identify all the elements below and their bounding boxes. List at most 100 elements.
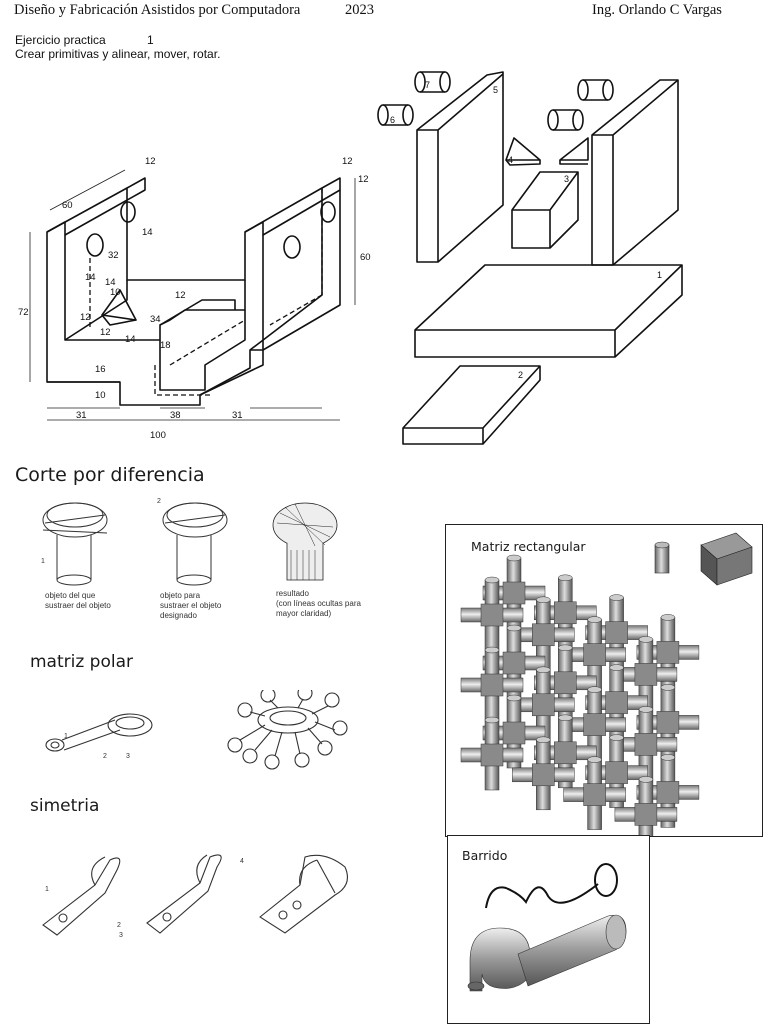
lattice-node: [583, 783, 606, 806]
matriz-rectangular-panel: Matriz rectangular: [445, 524, 763, 837]
polar-label: 3: [126, 753, 130, 760]
year: 2023: [345, 2, 374, 18]
lattice-node: [656, 711, 680, 734]
corte-title: Corte por diferencia: [15, 464, 205, 486]
simetria-figures: 1 2 3 4: [42, 854, 348, 939]
dim-label: 31: [76, 410, 87, 421]
exercise-label: Ejercicio practica 1: [15, 33, 154, 47]
dim-label: 10: [110, 287, 121, 298]
dim-label: 12: [145, 156, 156, 167]
dim-label: 16: [95, 364, 106, 375]
matriz-rectangular-figure: [460, 532, 753, 836]
lattice-cap: [484, 646, 500, 654]
dim-label: 12: [80, 312, 91, 323]
lattice-cap: [536, 666, 551, 674]
lattice-cap: [558, 644, 573, 652]
barrido-figure: [467, 863, 627, 992]
sweep-profile: [594, 863, 618, 897]
lattice-node: [583, 713, 606, 736]
polar-title: matriz polar: [30, 652, 134, 672]
lattice-node: [656, 641, 680, 664]
lattice-node: [634, 733, 658, 756]
dim-label: 12: [342, 156, 353, 167]
lattice-node: [502, 581, 526, 605]
lattice-cap: [609, 594, 624, 601]
barrido-title: Barrido: [462, 848, 508, 863]
dim-label: 38: [170, 410, 181, 421]
dim-label: 14: [85, 272, 96, 283]
corte-figures: 1 2: [41, 498, 338, 586]
lattice-cap: [587, 756, 602, 763]
dim-label: 60: [360, 252, 371, 263]
lattice-cap: [638, 776, 654, 783]
exercise-number: 1: [147, 33, 154, 47]
corte-caption-1: objeto del que sustraer del objeto: [45, 591, 111, 610]
dim-label: 12: [358, 174, 369, 185]
primitive-label: 7: [425, 80, 430, 90]
lattice-cap: [506, 554, 522, 562]
primitive-label: 1: [657, 270, 662, 280]
dim-label: 14: [125, 334, 136, 345]
dim-label: 10: [95, 390, 106, 401]
exploded-primitives: 6 7 5 4 3 1 2: [377, 71, 683, 445]
simetria-title: simetria: [30, 796, 100, 816]
exercise-instruction: Crear primitivas y alinear, mover, rotar…: [15, 47, 221, 61]
lattice-cap: [660, 754, 676, 761]
lattice-cap: [558, 574, 573, 582]
dim-label: 32: [108, 250, 119, 261]
lattice-cap: [660, 684, 676, 691]
primitive-label: 4: [508, 155, 513, 165]
simetria-label: 3: [119, 932, 123, 939]
lattice-cap: [506, 624, 522, 632]
dim-label: 14: [105, 277, 116, 288]
lattice-cap: [609, 664, 624, 671]
lattice-node: [634, 663, 658, 686]
corte-caption-2: objeto para sustraer el objeto designado: [160, 591, 222, 620]
lattice-node: [480, 603, 504, 627]
lattice-node: [502, 721, 526, 745]
lattice-node: [532, 693, 555, 717]
polar-figures: 1 2 3: [45, 690, 348, 770]
lattice-cap: [484, 576, 500, 584]
lattice-node: [532, 623, 555, 647]
lattice-cap: [587, 686, 602, 693]
cylinder-icon: [654, 544, 670, 574]
dim-label: 60: [62, 200, 73, 211]
corte-caption-3: resultado (con líneas ocultas para mayor…: [276, 589, 361, 618]
lattice-cap: [536, 596, 551, 604]
step-number: 1: [41, 558, 45, 565]
sweep-solid: [467, 914, 627, 992]
lattice-node: [605, 621, 628, 644]
lattice-cap: [638, 706, 654, 713]
lattice-node: [480, 673, 504, 697]
dim-label: 18: [160, 340, 171, 351]
lattice-cap: [558, 714, 573, 722]
dim-label: 100: [150, 430, 166, 441]
lattice-node: [656, 781, 680, 804]
lattice-node: [532, 763, 555, 787]
lattice-cap: [587, 616, 602, 623]
author: Ing. Orlando C Vargas: [592, 2, 722, 18]
polar-label: 2: [103, 753, 107, 760]
step-number: 2: [157, 498, 161, 505]
sweep-path: [485, 883, 599, 909]
lattice-node: [605, 691, 628, 714]
lattice-node: [583, 643, 606, 666]
lattice-node: [554, 601, 577, 625]
dim-label: 72: [18, 307, 29, 318]
dim-label: 12: [175, 290, 186, 301]
matriz-rectangular-title: Matriz rectangular: [471, 539, 586, 554]
lattice-cap: [609, 734, 624, 741]
lattice-node: [502, 651, 526, 675]
primitive-label: 2: [518, 370, 523, 380]
lattice-cap: [484, 716, 500, 724]
simetria-label: 4: [240, 858, 244, 865]
simetria-label: 2: [117, 922, 121, 929]
cube-icon: [700, 532, 753, 586]
dim-label: 34: [150, 314, 161, 325]
primitive-label: 6: [390, 115, 395, 125]
lattice-cap: [506, 694, 522, 702]
dim-label: 31: [232, 410, 243, 421]
lattice-cap: [638, 636, 654, 643]
course-title: Diseño y Fabricación Asistidos por Compu…: [14, 2, 301, 18]
